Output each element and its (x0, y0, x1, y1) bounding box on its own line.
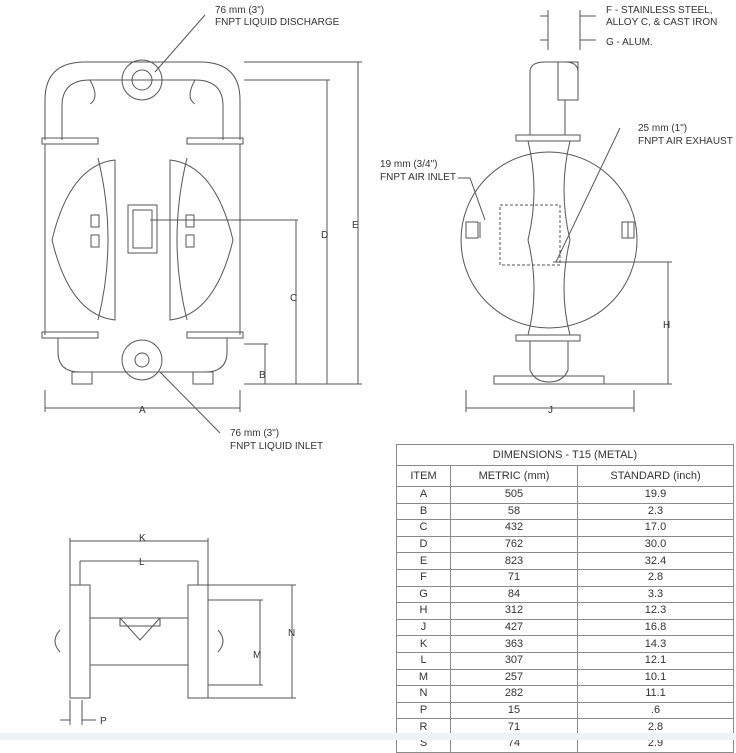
cell-standard: 12.3 (577, 602, 734, 620)
dim-m: M (253, 650, 261, 661)
cell-metric: 505 (450, 486, 578, 504)
bottom-strip (0, 733, 736, 740)
cell-standard: 10.1 (577, 668, 734, 687)
f-note-line2: ALLOY C, & CAST IRON (606, 17, 717, 28)
cell-metric: 257 (450, 668, 578, 687)
cell-item: H (396, 602, 451, 620)
cell-standard: 11.1 (577, 685, 734, 703)
callout-labels: 76 mm (3") FNPT LIQUID DISCHARGE 76 mm (… (215, 5, 733, 452)
dim-p: P (100, 716, 107, 727)
air-exhaust-size-label: 25 mm (1") (638, 123, 687, 134)
cell-item: P (396, 701, 451, 720)
cell-item: J (396, 618, 451, 637)
dim-n: N (288, 628, 295, 639)
dim-d: D (321, 230, 328, 241)
front-view (41, 59, 362, 412)
cell-metric: 762 (450, 535, 578, 554)
dim-c: C (290, 293, 297, 304)
cell-standard: 2.8 (577, 568, 734, 587)
side-diaphragm-outline (460, 151, 638, 329)
cell-metric: 58 (450, 502, 578, 521)
discharge-port-icon (121, 59, 163, 101)
discharge-size-label: 76 mm (3") (215, 5, 264, 16)
cell-metric: 15 (450, 701, 578, 720)
cell-standard: 19.9 (577, 486, 734, 504)
cell-metric: 282 (450, 685, 578, 703)
cell-metric: 307 (450, 651, 578, 670)
cell-item: F (396, 568, 451, 587)
cell-item: D (396, 535, 451, 554)
table-title: DIMENSIONS - T15 (METAL) (396, 444, 734, 466)
cell-standard: .6 (577, 701, 734, 720)
dim-b: B (259, 370, 266, 381)
side-view (460, 10, 672, 412)
cell-metric: 71 (450, 568, 578, 587)
air-exhaust-name-label: FNPT AIR EXHAUST (638, 136, 733, 147)
cell-item: B (396, 502, 451, 521)
cell-metric: 84 (450, 585, 578, 604)
cell-item: N (396, 685, 451, 703)
cell-item: G (396, 585, 451, 604)
g-note: G - ALUM. (606, 37, 653, 48)
cell-metric: 363 (450, 635, 578, 653)
cell-standard: 2.3 (577, 502, 734, 521)
top-view (54, 538, 296, 725)
cell-standard: 16.8 (577, 618, 734, 637)
f-note-line1: F - STAINLESS STEEL, (606, 5, 713, 16)
dimension-letters: A B C D E H J K L M N P (100, 220, 670, 727)
discharge-name-label: FNPT LIQUID DISCHARGE (215, 17, 340, 28)
cell-metric: 71 (450, 718, 578, 736)
dimensions-table: DIMENSIONS - T15 (METAL) ITEM METRIC (mm… (396, 444, 734, 753)
header-metric: METRIC (mm) (450, 465, 578, 487)
dim-h: H (663, 320, 670, 331)
cell-item: L (396, 651, 451, 670)
cell-standard: 17.0 (577, 519, 734, 537)
dim-l: L (139, 557, 145, 568)
inlet-port-icon (121, 339, 163, 381)
cell-standard: 30.0 (577, 535, 734, 554)
cell-metric: 427 (450, 618, 578, 637)
header-item: ITEM (396, 465, 451, 487)
inlet-name-label: FNPT LIQUID INLET (230, 441, 323, 452)
cell-standard: 3.3 (577, 585, 734, 604)
cell-metric: 432 (450, 519, 578, 537)
cell-metric: 312 (450, 602, 578, 620)
cell-standard: 14.3 (577, 635, 734, 653)
inlet-size-label: 76 mm (3") (230, 428, 279, 439)
cell-item: C (396, 519, 451, 537)
cell-standard: 32.4 (577, 552, 734, 570)
cell-metric: 823 (450, 552, 578, 570)
cell-item: A (396, 486, 451, 504)
header-standard: STANDARD (inch) (577, 465, 734, 487)
dim-j: J (548, 405, 553, 416)
dim-e: E (352, 220, 359, 231)
air-inlet-name-label: FNPT AIR INLET (380, 172, 456, 183)
dim-a: A (139, 405, 146, 416)
cell-item: E (396, 552, 451, 570)
cell-standard: 12.1 (577, 651, 734, 670)
cell-item: M (396, 668, 451, 687)
cell-item: K (396, 635, 451, 653)
dim-k: K (139, 533, 146, 544)
air-inlet-size-label: 19 mm (3/4") (380, 159, 437, 170)
center-block (127, 204, 158, 254)
